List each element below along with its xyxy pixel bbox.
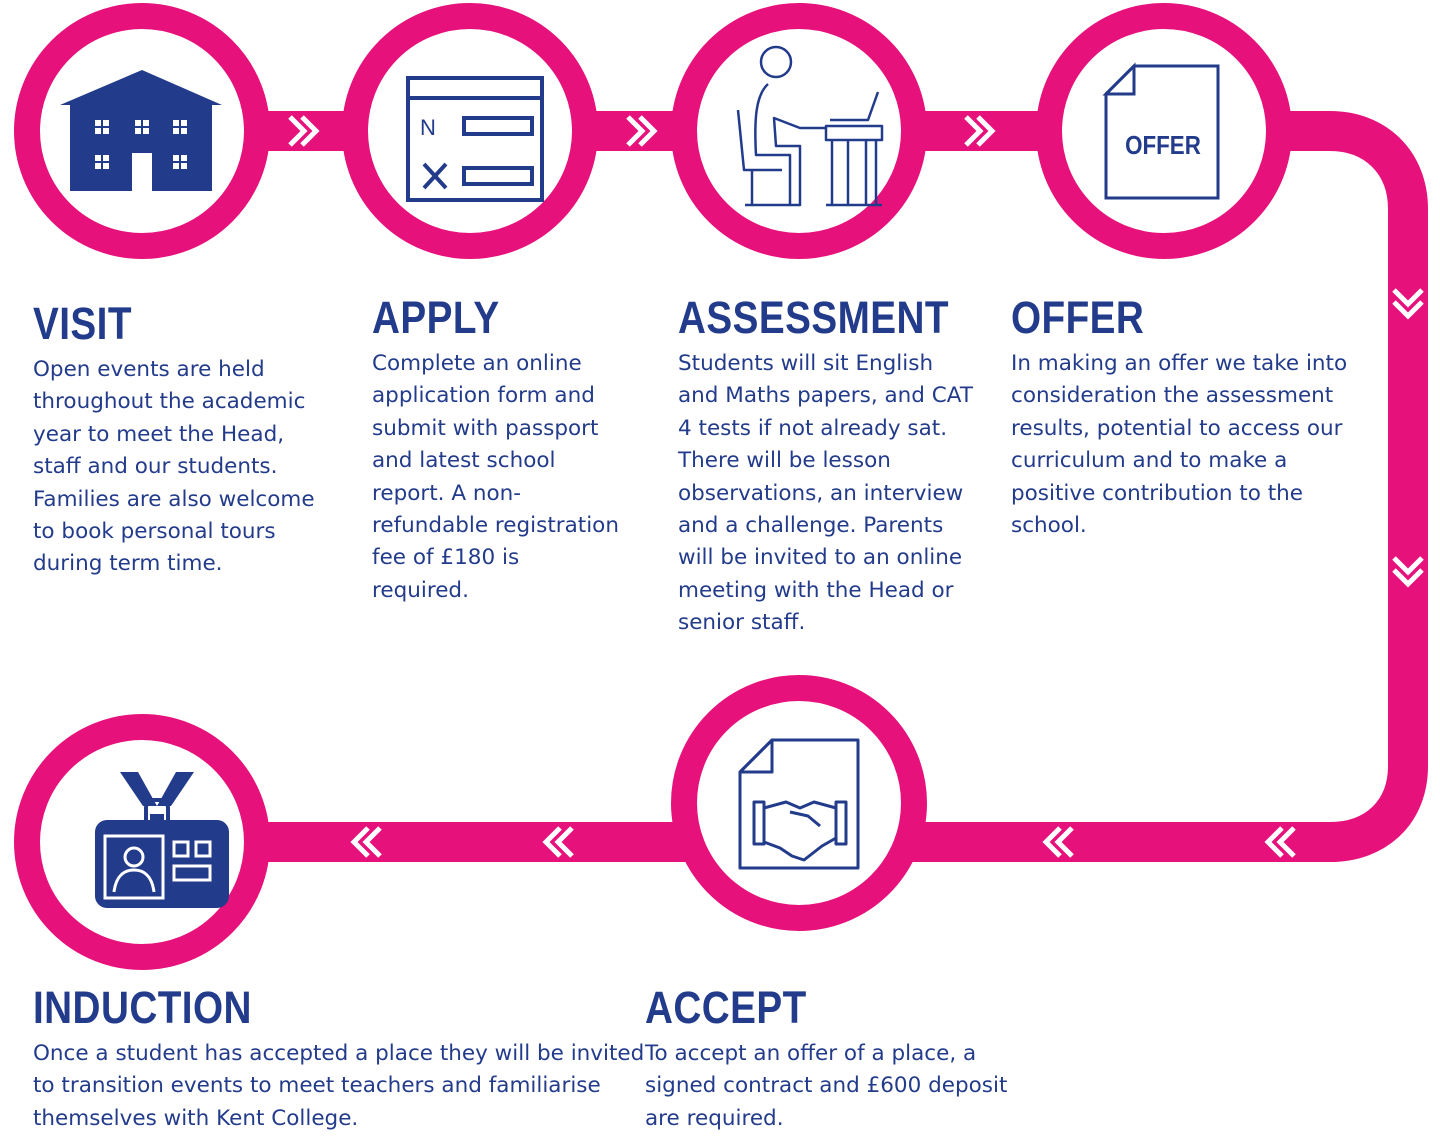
offer-document-icon — [1102, 62, 1220, 200]
step-description: In making an offer we take into consider… — [1011, 351, 1348, 539]
step-title: VISIT — [33, 298, 132, 349]
assessment-circle — [671, 3, 927, 259]
contract-handshake-icon — [738, 738, 860, 870]
step-offer: OFFER In making an offer we take into co… — [1011, 292, 1377, 542]
step-visit: VISIT Open events are held throughout th… — [33, 298, 323, 581]
student-at-desk-icon — [736, 45, 884, 207]
step-title: ACCEPT — [645, 982, 807, 1033]
step-accept: ACCEPT To accept an offer of a place, a … — [645, 982, 1015, 1135]
form-field-letter: N — [420, 115, 436, 140]
step-apply: APPLY Complete an online application for… — [372, 292, 622, 607]
step-assessment: ASSESSMENT Students will sit English and… — [678, 292, 974, 640]
offer-document-label: OFFER — [1125, 131, 1201, 160]
step-induction: INDUCTION Once a student has accepted a … — [33, 982, 653, 1135]
process-path — [130, 111, 1428, 862]
step-description: Once a student has accepted a place they… — [33, 1041, 645, 1131]
accept-circle — [671, 675, 927, 931]
step-description: Complete an online application form and … — [372, 351, 619, 603]
step-description: Students will sit English and Maths pape… — [678, 351, 973, 636]
step-description: To accept an offer of a place, a signed … — [645, 1041, 1008, 1131]
step-description: Open events are held throughout the acad… — [33, 357, 315, 577]
step-title: ASSESSMENT — [678, 292, 949, 343]
apply-circle — [342, 3, 598, 259]
step-title: OFFER — [1011, 292, 1145, 343]
application-form-icon — [406, 76, 544, 202]
step-title: INDUCTION — [33, 982, 252, 1033]
chevron-left-icon — [350, 826, 1296, 858]
step-title: APPLY — [372, 292, 500, 343]
school-building-icon — [60, 70, 222, 191]
id-badge-icon — [95, 772, 229, 908]
chevron-down-icon — [1392, 288, 1424, 588]
chevron-right-icon — [288, 115, 996, 147]
